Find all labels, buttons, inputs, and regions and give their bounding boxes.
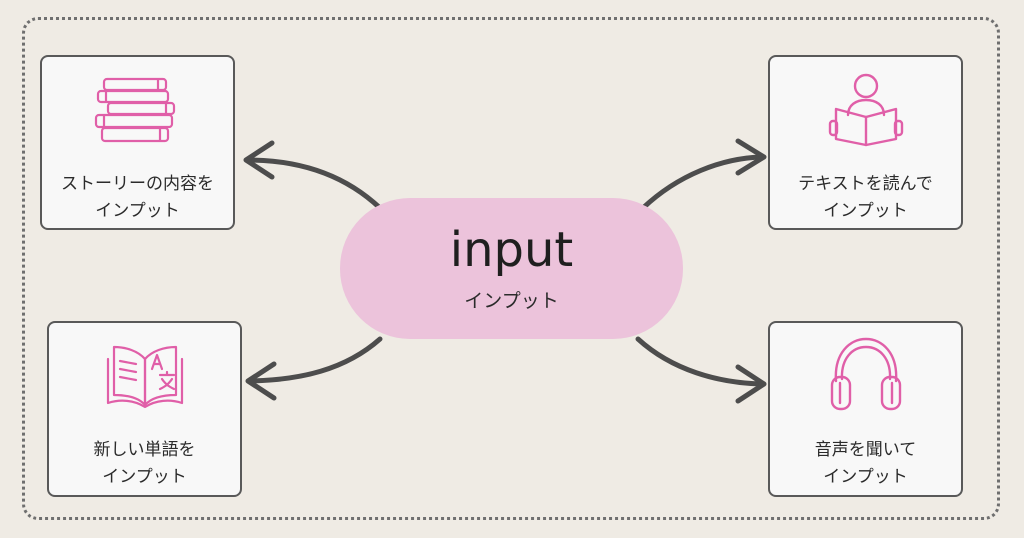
person-reading-icon [826,71,906,151]
card-label-line1: 音声を聞いて [814,440,917,460]
books-stack-icon [90,75,186,151]
arrow-to-bottom-right [635,336,765,387]
translation-book-icon [102,339,188,419]
arrowhead-bottom-right [735,364,767,404]
arrowhead-top-left [243,140,275,180]
center-title: input [449,222,574,278]
card-label-line1: 新しい単語を [93,440,196,460]
center-node: input インプット [340,198,683,339]
card-label-line2: インプット [823,201,908,221]
arrow-to-top-right [640,154,765,211]
arrow-to-top-left [245,157,383,211]
card-new-words-input: 新しい単語を インプット [47,321,242,497]
arrowhead-bottom-left [245,361,277,401]
card-label-line1: テキストを読んで [798,174,933,194]
card-text-reading-input: テキストを読んで インプット [768,55,963,230]
card-label-line2: インプット [823,467,908,487]
card-label-line1: ストーリーの内容を [61,174,214,194]
arrow-to-bottom-left [247,336,383,384]
dotted-frame [22,17,1000,520]
card-story-input: ストーリーの内容を インプット [40,55,235,230]
card-label-line2: インプット [95,201,180,221]
center-subtitle: インプット [464,290,559,312]
headphones-icon [828,335,904,417]
card-label-line2: インプット [102,467,187,487]
arrowhead-top-right [735,138,767,176]
card-listening-input: 音声を聞いて インプット [768,321,963,497]
